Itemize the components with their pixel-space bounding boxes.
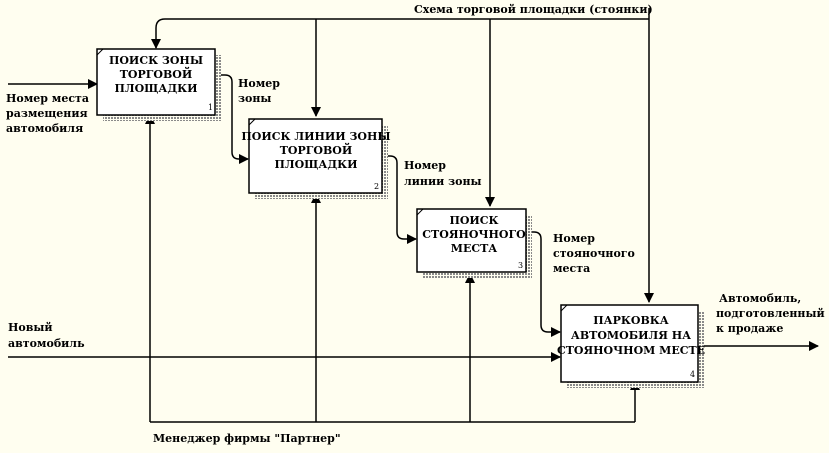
output-label-line-1: Автомобиль, [719, 292, 801, 305]
box-1-title-line-1: ПОИСК ЗОНЫ [109, 54, 203, 67]
box-4-title-line-3: СТОЯНОЧНОМ МЕСТЕ [557, 344, 705, 357]
place-number-label-line-3: места [553, 262, 590, 275]
box-3-title-line-3: МЕСТА [451, 242, 498, 255]
box-1-number: 1 [208, 103, 213, 112]
activity-box-3[interactable]: ПОИСК СТОЯНОЧНОГО МЕСТА 3 [416, 208, 532, 278]
box-3-number: 3 [518, 261, 523, 270]
line-number-label: Номер линии зоны [404, 159, 482, 188]
input-place-label-line-1: Номер места [6, 92, 89, 105]
box-3-title-line-2: СТОЯНОЧНОГО [422, 228, 526, 241]
input-place-label-line-3: автомобиля [6, 122, 83, 135]
box-1-title-line-2: ТОРГОВОЙ [120, 66, 193, 81]
line-number-label-line-1: Номер [404, 159, 446, 172]
output-label-line-3: к продаже [716, 322, 783, 335]
box-2-number: 2 [374, 182, 379, 191]
input-car-label-line-1: Новый [8, 321, 53, 334]
output-label: Автомобиль, подготовленный к продаже [716, 292, 825, 335]
place-number-label: Номер стояночного места [553, 232, 635, 275]
control-label: Схема торговой площадки (стоянки) [414, 3, 653, 16]
zone-number-label: Номер зоны [238, 77, 280, 105]
place-number-label-line-2: стояночного [553, 247, 635, 260]
input-car-label-line-2: автомобиль [8, 337, 85, 350]
flow-arrow-zone-number [215, 74, 249, 164]
input-car-label: Новый автомобиль [8, 321, 85, 350]
box-4-number: 4 [690, 370, 695, 379]
box-3-title-line-1: ПОИСК [449, 214, 498, 227]
box-4-title-line-1: ПАРКОВКА [593, 314, 669, 327]
output-label-line-2: подготовленный [716, 307, 825, 320]
activity-box-4[interactable]: ПАРКОВКА АВТОМОБИЛЯ НА СТОЯНОЧНОМ МЕСТЕ … [557, 304, 705, 388]
input-place-label: Номер места размещения автомобиля [6, 92, 89, 135]
zone-number-label-line-2: зоны [238, 92, 271, 105]
box-2-title-line-3: ПЛОЩАДКИ [274, 158, 357, 171]
control-arrow-to-box1 [151, 18, 649, 49]
box-2-title-line-1: ПОИСК ЛИНИИ ЗОНЫ [241, 130, 390, 143]
flow-arrow-line-number [382, 155, 417, 244]
activity-box-2[interactable]: ПОИСК ЛИНИИ ЗОНЫ ТОРГОВОЙ ПЛОЩАДКИ 2 [241, 118, 391, 199]
flow-arrow-place-number [526, 231, 561, 337]
zone-number-label-line-1: Номер [238, 77, 280, 90]
activity-box-1[interactable]: ПОИСК ЗОНЫ ТОРГОВОЙ ПЛОЩАДКИ 1 [96, 48, 221, 121]
box-2-title-line-2: ТОРГОВОЙ [280, 142, 353, 157]
input-place-label-line-2: размещения [6, 107, 88, 120]
box-1-title-line-3: ПЛОЩАДКИ [114, 82, 197, 95]
mechanism-label: Менеджер фирмы "Партнер" [153, 432, 341, 445]
box-4-title-line-2: АВТОМОБИЛЯ НА [571, 329, 691, 342]
line-number-label-line-2: линии зоны [404, 175, 482, 188]
place-number-label-line-1: Номер [553, 232, 595, 245]
